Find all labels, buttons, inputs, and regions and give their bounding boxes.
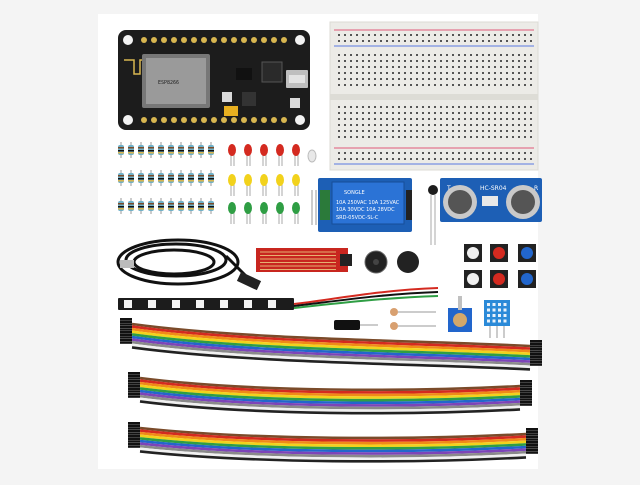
relay-model: SRD-05VDC-SL-C	[336, 215, 379, 221]
relay-rating-2: 10A 30VDC 10A 28VDC	[336, 207, 395, 213]
ultrasonic-sensor: HC-SR04 T R	[440, 178, 542, 222]
led-strip	[118, 287, 439, 310]
sonar-t: T	[446, 185, 451, 192]
relay-rating-1: 10A 250VAC 10A 125VAC	[336, 200, 400, 206]
relay-brand: SONGLE	[344, 190, 365, 196]
jumper-wires	[120, 318, 542, 463]
sonar-r: R	[534, 185, 538, 192]
nodemcu-esp8266-board: ESP8266	[118, 30, 310, 130]
mcu-label: ESP8266	[158, 80, 179, 86]
resistors	[118, 142, 214, 214]
push-buttons	[464, 244, 536, 288]
potentiometer	[448, 296, 472, 332]
capacitor	[334, 320, 378, 330]
buzzers	[364, 250, 419, 274]
water-level-sensor	[256, 248, 352, 272]
usb-cable	[116, 238, 262, 291]
sonar-model: HC-SR04	[480, 185, 507, 192]
breadboard	[329, 21, 539, 171]
dht11-sensor	[484, 300, 510, 338]
leds	[228, 144, 317, 224]
ir-receiver	[428, 185, 438, 245]
relay-module: SONGLE 10A 250VAC 10A 125VAC 10A 30VDC 1…	[311, 178, 412, 232]
photoresistors	[390, 308, 436, 330]
